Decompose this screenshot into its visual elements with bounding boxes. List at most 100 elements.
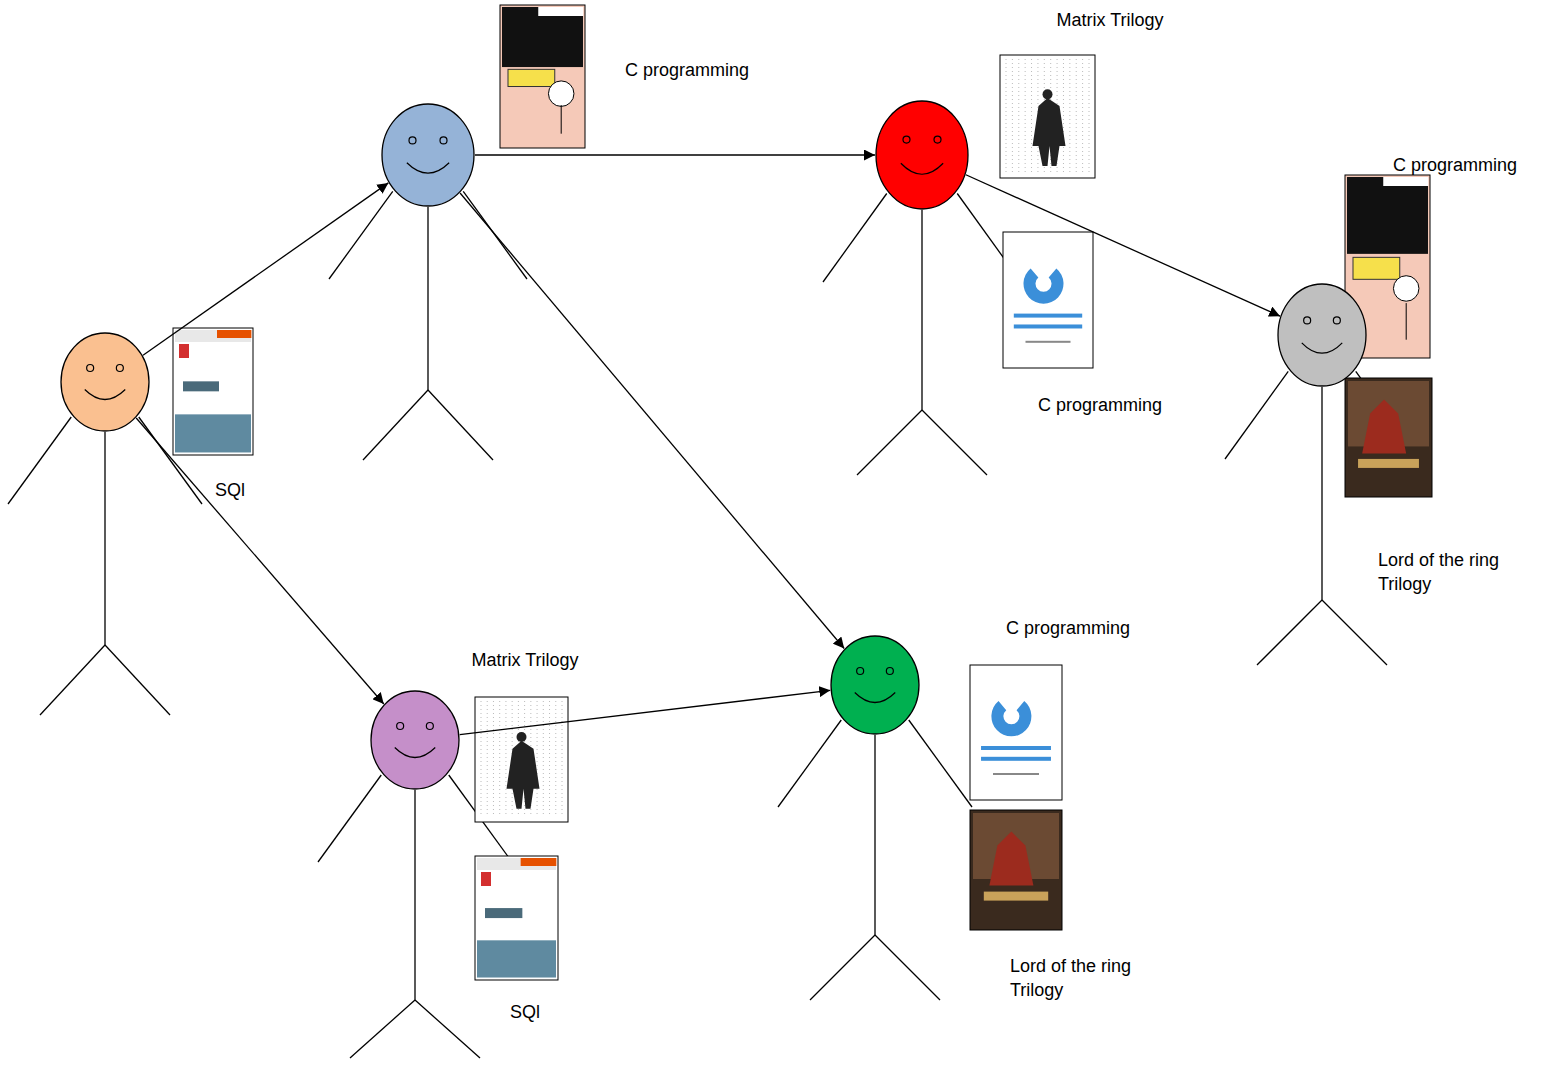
cover-band [477,858,556,870]
cover-frame [500,5,585,148]
cover-photo [477,940,556,977]
arrow-connector [460,690,831,734]
cover-pattern [1012,59,1013,172]
cover-pattern [1006,59,1007,172]
eye [934,136,941,143]
cover-pattern [1025,59,1026,172]
arrow-connector [460,193,844,648]
cover-figure [1043,89,1053,99]
smile [855,693,896,703]
cover-pattern [549,701,550,816]
cover-band [1026,341,1071,343]
cover-pattern [555,701,556,816]
eye [409,137,416,144]
arm-line [8,417,71,504]
leg-line [105,645,170,715]
face-shape [830,635,920,735]
cover-band [984,892,1048,901]
leg-line [350,1000,415,1058]
leg-line [363,390,428,460]
cover-band [1353,257,1400,279]
arm-line [329,191,393,279]
stick-figure-body [8,417,202,715]
leg-line [922,410,987,475]
arm-line [318,775,381,862]
arrow-connector [143,183,388,355]
cover-frame [1000,55,1095,178]
torso-line [104,432,105,645]
cover-band [1014,314,1082,318]
arm-line [823,194,887,283]
arm-line [778,720,841,807]
book-cover [1003,232,1093,368]
book-label: C programming [1038,393,1162,417]
cover-pattern [543,701,544,816]
person-node: SQl [60,332,150,432]
stick-figure-body [778,720,972,1000]
book-cover [475,856,558,980]
cover-frame [970,665,1062,800]
stick-figure-body [1225,371,1419,665]
cover-band [502,7,583,67]
leg-line [875,935,940,1000]
cover-frame [970,810,1062,930]
eye [116,365,123,372]
face-shape [381,103,475,207]
cover-band [538,7,583,16]
cover-band [1383,177,1428,186]
cover-band [981,757,1051,761]
book-label: C programming [1006,616,1130,640]
cover-figure [507,741,540,809]
cover-figure [561,105,562,134]
smile [407,163,449,173]
cover-pattern [1031,59,1032,172]
face-circle [876,101,968,209]
cover-photo [175,414,251,452]
eye [426,723,433,730]
cover-figure [1033,98,1066,166]
face-shape [1277,283,1367,387]
torso-line [874,735,875,935]
leg-line [1322,600,1387,665]
cover-pattern [1063,59,1064,172]
cover-band [1347,177,1428,254]
cover-pattern [505,701,506,816]
book-cover [970,810,1062,930]
face-shape [60,332,150,432]
cover-band [481,872,491,886]
cover-figure [548,81,574,107]
cover-pattern [562,701,563,816]
eye [87,365,94,372]
book-label: Lord of the ring Trilogy [1010,954,1175,1002]
torso-line [921,210,922,410]
eye [903,136,910,143]
book-label: Matrix Trilogy [471,648,578,672]
book-label: SQl [510,1000,540,1024]
cover-frame [475,856,558,980]
cover-band [993,773,1039,775]
leg-line [810,935,875,1000]
smile [395,748,436,758]
arrow-connector [966,175,1280,316]
arm-line [1225,371,1288,459]
cover-figure [1393,276,1419,302]
cover-band [217,330,251,338]
cover-pattern [1018,59,1019,172]
face-circle [831,636,919,734]
face-circle [1278,284,1366,386]
face-shape [370,690,460,790]
leg-line [40,645,105,715]
book-label: Lord of the ring Trilogy [1378,548,1543,596]
cover-figure [1362,399,1406,453]
person-node: C programmingLord of the ring Trilogy [830,635,920,735]
torso-line [1321,387,1322,600]
cover-band [183,381,219,391]
smile [901,163,943,174]
book-cover [1000,55,1095,178]
cover-pattern [487,701,488,816]
face-circle [61,333,149,431]
cover-pattern [1082,59,1083,172]
book-cover [970,665,1062,800]
cover-frame [1003,232,1093,368]
